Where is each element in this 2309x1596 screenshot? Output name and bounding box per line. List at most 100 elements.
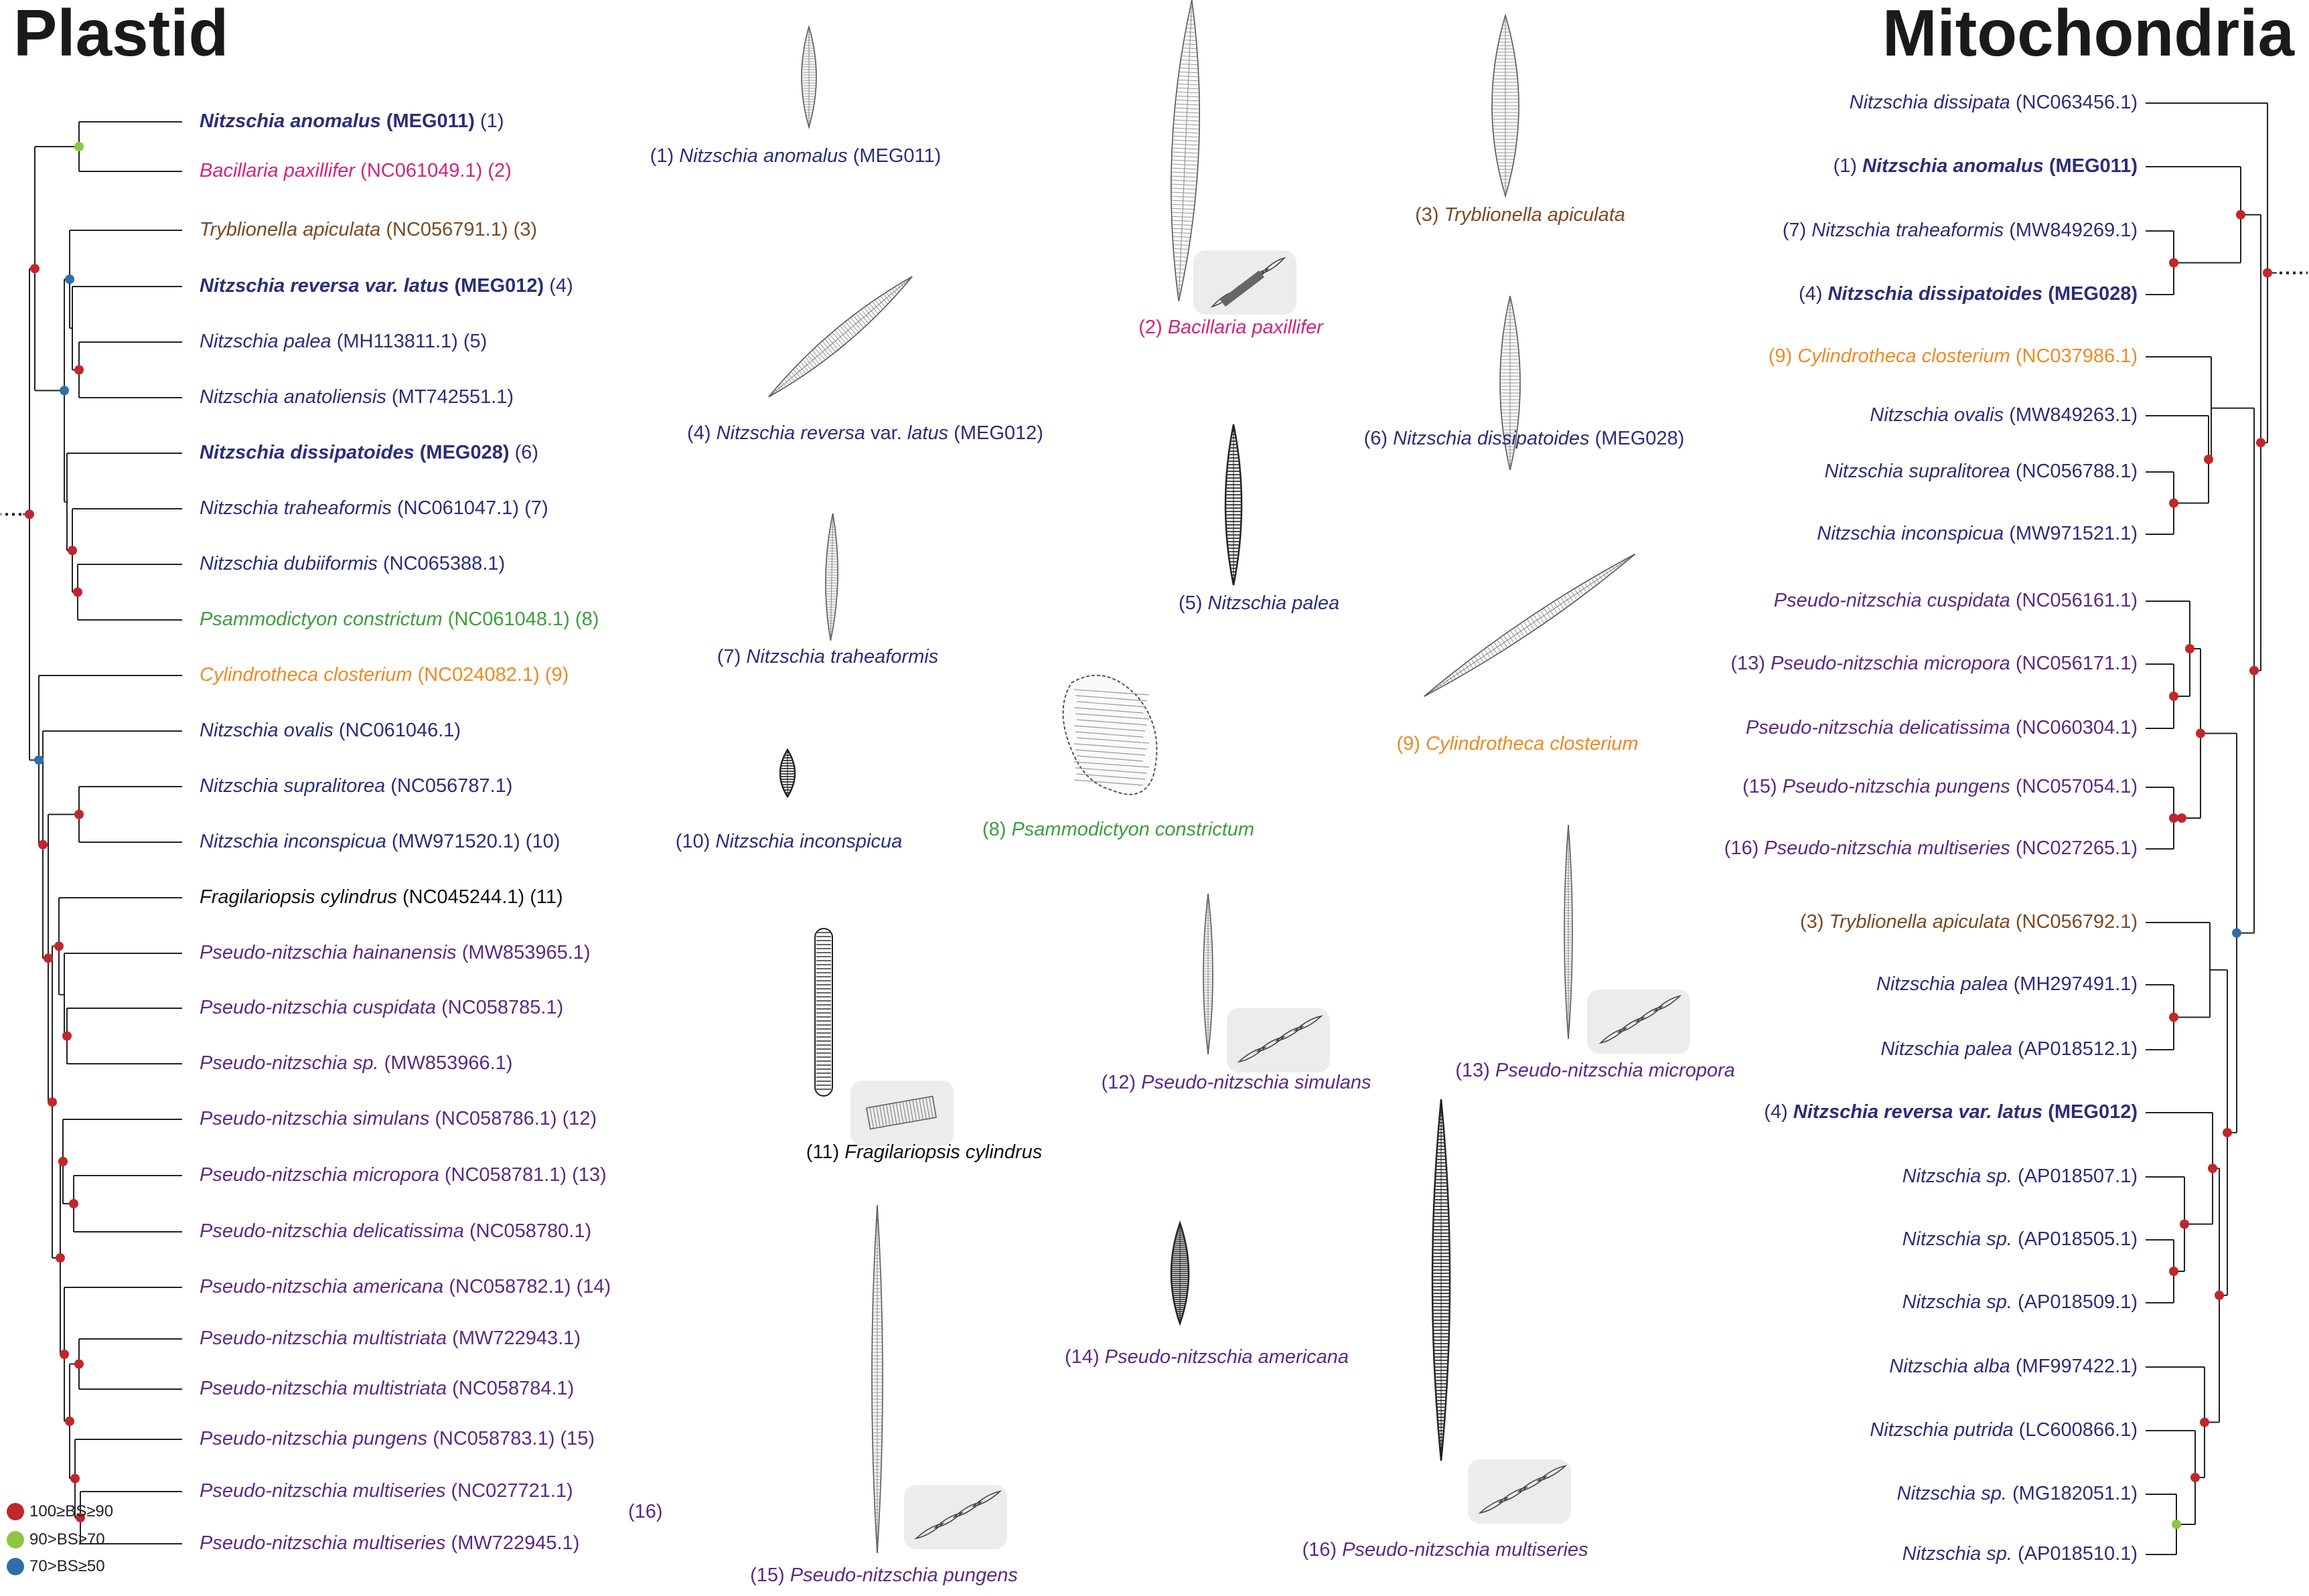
taxon-name: Nitzschia dubiiformis xyxy=(200,553,378,574)
micrograph-caption: (16) Pseudo-nitzschia multiseries xyxy=(1302,1540,1588,1560)
accession: (MW971520.1) xyxy=(391,831,520,852)
valve-raphe xyxy=(771,278,910,395)
plastid-node-dot xyxy=(74,365,84,375)
accession: (NC063456.1) xyxy=(2015,92,2138,113)
plastid-tip-label: Pseudo-nitzschia delicatissima (NC058780… xyxy=(200,1222,591,1241)
micrograph-caption: (8) Psammodictyon constrictum xyxy=(982,820,1254,840)
chain-cell xyxy=(1293,1015,1323,1032)
chain-cell xyxy=(1478,1497,1509,1514)
plastid-node-dot xyxy=(76,1513,85,1522)
taxon-name: Nitzschia palea xyxy=(1876,973,2008,995)
chain-cell xyxy=(1517,1475,1548,1493)
plastid-node-dot xyxy=(60,1350,69,1359)
plastid-tip-label: Fragilariopsis cylindrus (NC045244.1) (1… xyxy=(200,888,563,907)
legend-label: 70>BS≥50 xyxy=(29,1557,105,1575)
micrograph-9 xyxy=(1423,554,1636,697)
micrograph-caption: (9) Cylindrotheca closterium xyxy=(1396,734,1638,754)
figure-number: (5) xyxy=(1178,592,1203,614)
mito-node-dot xyxy=(2249,665,2259,675)
plastid-tip-label: Nitzschia supralitorea (NC056787.1) xyxy=(200,777,512,796)
valve-raphe xyxy=(1179,6,1192,295)
mito-node-dot xyxy=(2236,210,2245,220)
taxon-name: Pseudo-nitzschia multistriata xyxy=(200,1378,447,1399)
taxon-name: Pseudo-nitzschia americana xyxy=(1104,1346,1349,1368)
mito-node-dot xyxy=(2232,928,2241,938)
micrograph-13 xyxy=(1564,824,1573,1040)
chain-cell xyxy=(952,1501,983,1518)
taxon-name: Nitzschia supralitorea xyxy=(200,775,386,797)
figure-number: (11) xyxy=(806,1141,840,1163)
legend-dot xyxy=(7,1531,24,1548)
plastid-tip-label: Psammodictyon constrictum (NC061048.1) (… xyxy=(200,610,599,629)
plastid-node-dot xyxy=(54,941,64,951)
mito-node-dot xyxy=(2172,1520,2181,1529)
mito-tip-label: (16) Pseudo-nitzschia multiseries (NC027… xyxy=(1724,839,2138,858)
taxon-name: Pseudo-nitzschia sp. xyxy=(200,1052,379,1074)
figure-number: (7) xyxy=(717,646,741,667)
taxon-name: Psammodictyon constrictum xyxy=(1011,819,1255,840)
taxon-name: Pseudo-nitzschia simulans xyxy=(1141,1072,1371,1093)
micrograph-10 xyxy=(779,748,796,799)
chain-cell xyxy=(1598,1027,1628,1044)
taxon-name: Fragilariopsis cylindrus xyxy=(200,886,397,908)
plastid-node-dot xyxy=(69,1199,78,1208)
figure-number: (14) xyxy=(1065,1346,1100,1368)
figure-number: (1) xyxy=(480,110,504,132)
micrograph-16 xyxy=(1431,1099,1451,1461)
plastid-tip-label: Pseudo-nitzschia multiseries (MW722945.1… xyxy=(200,1534,579,1553)
plastid-tip-label: Pseudo-nitzschia pungens (NC058783.1) (1… xyxy=(200,1429,595,1449)
taxon-name: Nitzschia dissipatoides xyxy=(1828,283,2043,305)
mito-node-dot xyxy=(2180,1219,2189,1229)
figure-number: (15) xyxy=(1742,776,1777,797)
taxon-name: Pseudo-nitzschia pungens xyxy=(790,1565,1018,1586)
plastid-node-dot xyxy=(30,264,40,274)
accession: (MEG011) xyxy=(852,145,942,167)
accession: (NC058785.1) xyxy=(441,997,564,1018)
accession: (MEG012) xyxy=(454,275,544,297)
micrograph-caption: (6) Nitzschia dissipatoides (MEG028) xyxy=(1364,429,1685,449)
valve-outline xyxy=(1062,674,1158,795)
taxon-name: Bacillaria paxillifer xyxy=(200,160,356,181)
plastid-node-dot xyxy=(38,840,48,850)
plastid-node-dot xyxy=(74,142,84,151)
plastid-bracket-number: (16) xyxy=(628,1501,663,1522)
taxon-name: Nitzschia traheaformis xyxy=(1811,220,2004,241)
accession: (MEG028) xyxy=(1594,428,1685,449)
figure-number: (5) xyxy=(463,331,488,352)
figure-number: (1) xyxy=(650,145,674,167)
accession: (NC058780.1) xyxy=(469,1220,592,1242)
figure-number: (3) xyxy=(513,219,538,240)
mito-tip-label: Nitzschia palea (AP018512.1) xyxy=(1880,1040,2138,1059)
accession: (MEG028) xyxy=(2048,283,2138,305)
accession: (NC056787.1) xyxy=(390,775,513,797)
chain-cell xyxy=(933,1512,964,1529)
mito-node-dot xyxy=(2169,692,2178,701)
taxon-name: Pseudo-nitzschia americana xyxy=(200,1276,444,1297)
plastid-heading: Plastid xyxy=(13,0,229,70)
micrograph-4 xyxy=(768,276,913,398)
micrograph-6 xyxy=(1499,295,1521,471)
plastid-node-dot xyxy=(34,755,44,765)
accession: (MW853965.1) xyxy=(461,942,591,963)
figure-number: (4) xyxy=(1764,1101,1788,1123)
taxon-name: Pseudo-nitzschia pungens xyxy=(1782,776,2010,797)
taxon-name: Nitzschia reversa var. latus xyxy=(1793,1101,2043,1123)
micrograph-caption: (13) Pseudo-nitzschia micropora xyxy=(1455,1061,1734,1081)
plastid-node-dot xyxy=(70,1473,80,1484)
taxon-name: Pseudo-nitzschia multiseries xyxy=(200,1532,446,1554)
accession: (NC060304.1) xyxy=(2015,717,2138,738)
accession: (AP018507.1) xyxy=(2018,1166,2138,1187)
taxon-name: Nitzschia reversa xyxy=(716,422,865,444)
accession: (NC065388.1) xyxy=(382,553,506,574)
plastid-tip-label: Nitzschia anatoliensis (MT742551.1) xyxy=(200,388,514,407)
plastid-node-dot xyxy=(65,274,74,285)
figure-number: (4) xyxy=(549,275,573,297)
accession: (NC061048.1) xyxy=(447,609,570,630)
taxon-name: Nitzschia anomalus xyxy=(200,110,381,132)
taxon-name: Cylindrotheca closterium xyxy=(1426,733,1639,754)
taxon-name: Nitzschia dissipatoides xyxy=(200,442,415,463)
taxon-name: Pseudo-nitzschia cuspidata xyxy=(1773,590,2010,611)
micrograph-1 xyxy=(801,25,817,129)
mito-tip-label: Nitzschia inconspicua (MW971521.1) xyxy=(1817,524,2138,544)
